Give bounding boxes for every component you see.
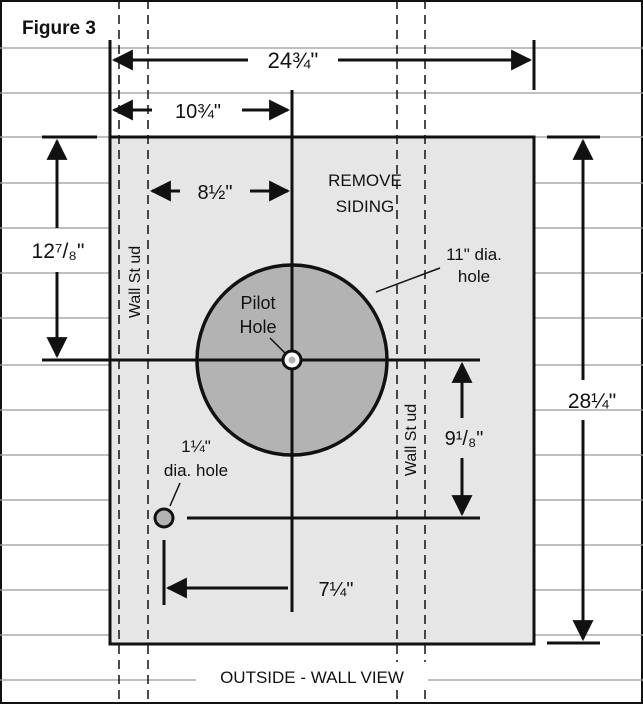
large-hole-leader — [375, 267, 441, 293]
dim-overall-height: 28¼" — [568, 390, 616, 413]
large-hole-label-2: hole — [458, 267, 490, 286]
small-hole-leader — [169, 482, 181, 507]
pilot-hole-label-2: Hole — [239, 317, 276, 337]
wall-stud-right-label: Wall St ud — [403, 404, 420, 476]
pilot-hole-leader — [269, 337, 287, 355]
small-hole-label-1: 1¼" — [181, 437, 211, 456]
title-background — [14, 8, 124, 42]
view-caption: OUTSIDE - WALL VIEW — [220, 668, 404, 687]
figure-title: Figure 3 — [22, 18, 96, 39]
dim-cavity-to-center: 8½" — [198, 182, 233, 204]
dim-top-to-center: 12⁷/₈" — [32, 240, 85, 263]
large-hole-label-1: 11" dia. — [446, 245, 502, 264]
dim-overall-width: 24¾" — [268, 48, 319, 73]
dimension-arrows — [46, 49, 594, 642]
caption-background — [196, 662, 428, 690]
dim-stud-to-center: 10¾" — [175, 101, 221, 123]
pilot-hole-center — [288, 356, 296, 364]
wall-stud-left-label: Wall St ud — [127, 246, 144, 318]
wall-stud-lines — [118, 0, 426, 704]
remove-siding-label-2: SIDING — [336, 197, 395, 216]
remove-siding-label-1: REMOVE — [328, 171, 402, 190]
small-hole — [153, 507, 175, 529]
small-hole-label-2: dia. hole — [164, 461, 228, 480]
dim-center-to-small-hole: 9¹/₈" — [445, 428, 484, 450]
dim-small-hole-to-center: 7¼" — [319, 579, 354, 601]
pilot-hole-label-1: Pilot — [240, 293, 275, 313]
